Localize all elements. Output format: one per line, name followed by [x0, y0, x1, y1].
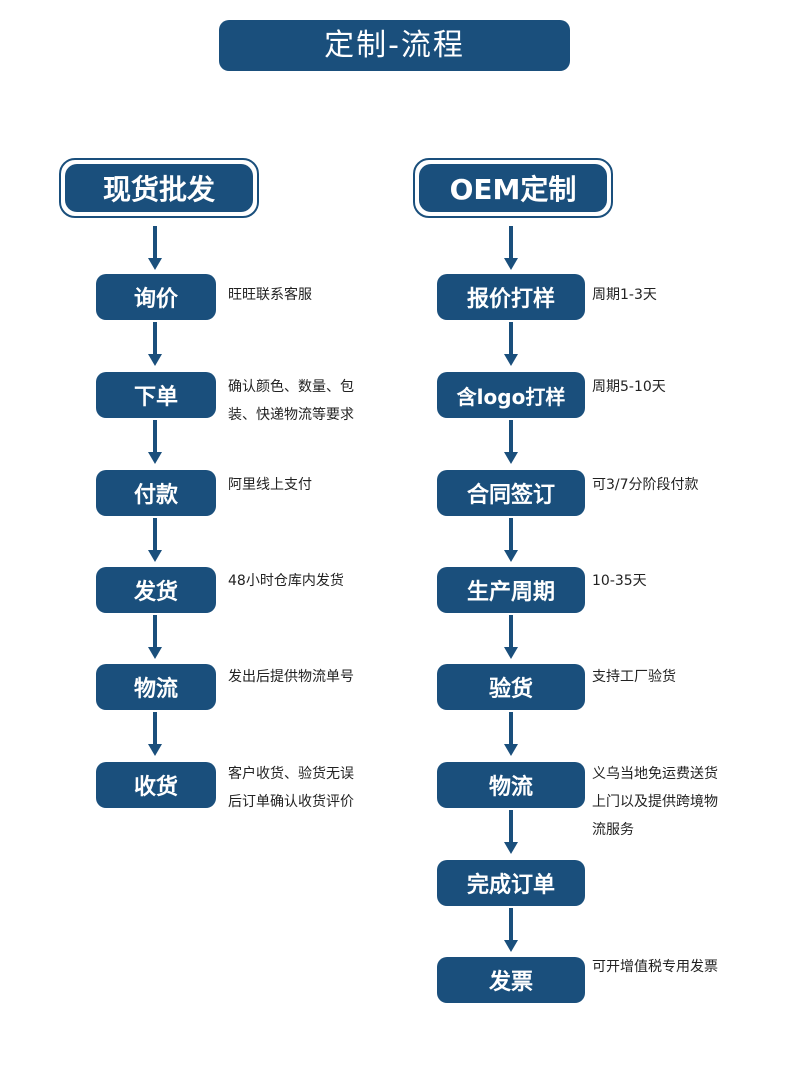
- arrow-down-icon: [148, 518, 162, 562]
- left-step-1-note: 旺旺联系客服: [228, 287, 312, 303]
- left-step-6-note: 客户收货、验货无误 后订单确认收货评价: [228, 766, 354, 810]
- left-step-6: 收货: [96, 762, 216, 808]
- arrow-down-icon: [148, 226, 162, 270]
- arrow-down-icon: [504, 810, 518, 854]
- arrow-down-icon: [504, 322, 518, 366]
- arrow-down-icon: [148, 420, 162, 464]
- right-step-1: 报价打样: [437, 274, 585, 320]
- left-step-2: 下单: [96, 372, 216, 418]
- right-step-2: 含logo打样: [437, 372, 585, 418]
- right-step-8: 发票: [437, 957, 585, 1003]
- arrow-down-icon: [148, 712, 162, 756]
- right-step-7: 完成订单: [437, 860, 585, 906]
- arrow-down-icon: [504, 615, 518, 659]
- arrow-down-icon: [504, 712, 518, 756]
- right-column-header: OEM定制: [413, 158, 613, 218]
- left-step-2-note: 确认颜色、数量、包 装、快递物流等要求: [228, 379, 354, 423]
- right-step-5: 验货: [437, 664, 585, 710]
- right-step-3-note: 可3/7分阶段付款: [592, 477, 699, 493]
- arrow-down-icon: [148, 322, 162, 366]
- right-step-6: 物流: [437, 762, 585, 808]
- arrow-down-icon: [148, 615, 162, 659]
- right-step-4-note: 10-35天: [592, 573, 647, 589]
- left-step-5-note: 发出后提供物流单号: [228, 669, 354, 685]
- right-column-header-label: OEM定制: [419, 164, 607, 212]
- right-step-1-note: 周期1-3天: [592, 287, 657, 303]
- right-step-4: 生产周期: [437, 567, 585, 613]
- left-step-3: 付款: [96, 470, 216, 516]
- left-column-header: 现货批发: [59, 158, 259, 218]
- left-step-4: 发货: [96, 567, 216, 613]
- right-step-2-note: 周期5-10天: [592, 379, 666, 395]
- arrow-down-icon: [504, 226, 518, 270]
- left-step-1: 询价: [96, 274, 216, 320]
- arrow-down-icon: [504, 908, 518, 952]
- arrow-down-icon: [504, 420, 518, 464]
- right-step-3: 合同签订: [437, 470, 585, 516]
- left-column-header-label: 现货批发: [65, 164, 253, 212]
- right-step-5-note: 支持工厂验货: [592, 669, 676, 685]
- left-step-4-note: 48小时仓库内发货: [228, 573, 344, 589]
- left-step-3-note: 阿里线上支付: [228, 477, 312, 493]
- left-step-5: 物流: [96, 664, 216, 710]
- page-title: 定制-流程: [219, 20, 570, 71]
- right-step-8-note: 可开增值税专用发票: [592, 959, 718, 975]
- right-step-6-note: 义乌当地免运费送货 上门以及提供跨境物 流服务: [592, 766, 718, 838]
- arrow-down-icon: [504, 518, 518, 562]
